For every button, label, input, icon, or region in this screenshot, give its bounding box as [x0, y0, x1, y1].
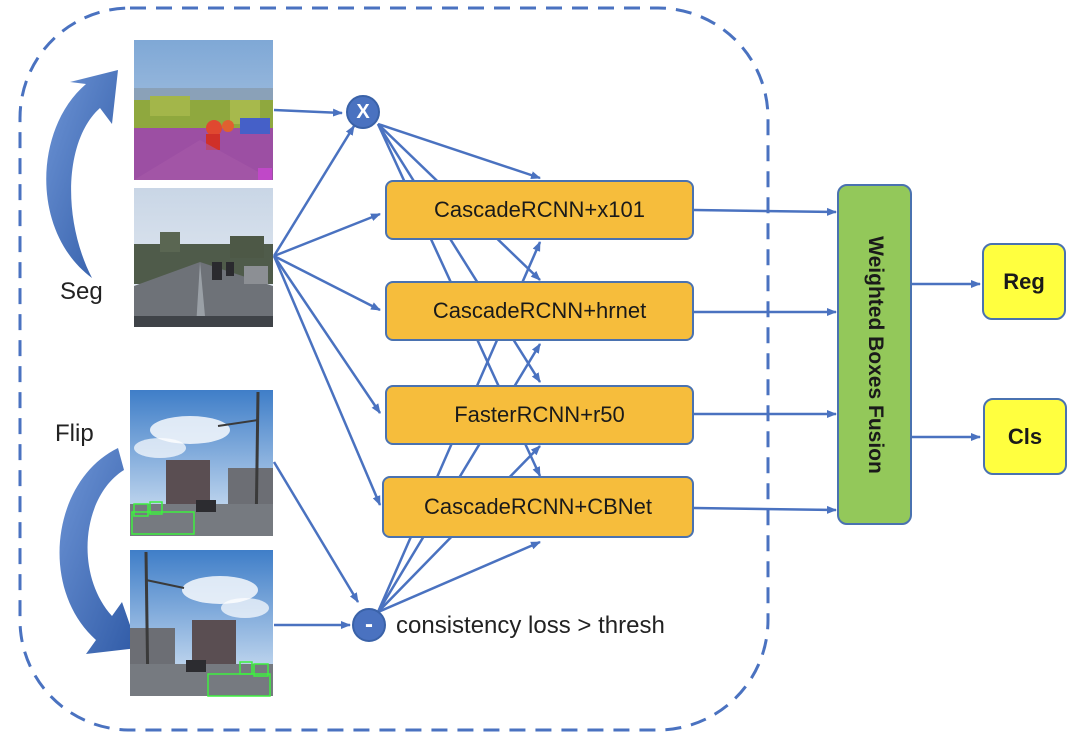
segmentation-image — [134, 40, 273, 180]
street-scene-image — [130, 390, 273, 537]
fusion-label: Weighted Boxes Fusion — [863, 235, 887, 474]
flipped-street-scene-image — [130, 550, 273, 697]
model-to-fusion-arrows — [693, 207, 837, 514]
model-cascadercnn-cbnet: CascadeRCNN+CBNet — [382, 476, 694, 538]
fusion-to-output-arrows — [912, 280, 981, 441]
model-cascadercnn-hrnet: CascadeRCNN+hrnet — [385, 281, 694, 341]
weighted-boxes-fusion-box: Weighted Boxes Fusion — [837, 184, 912, 525]
curved-arrow-flip-icon — [59, 448, 138, 654]
subtract-operator: - — [352, 608, 386, 642]
road-to-model-arrows — [272, 212, 382, 506]
seg-label: Seg — [60, 278, 103, 305]
cls-output-box: Cls — [983, 398, 1067, 475]
consistency-label: consistency loss > thresh — [396, 612, 665, 639]
road-scene-image — [134, 188, 273, 327]
reg-output-box: Reg — [982, 243, 1066, 320]
curved-arrow-seg-icon — [46, 70, 119, 278]
model-cascadercnn-x101: CascadeRCNN+x101 — [385, 180, 694, 240]
input-arrows — [272, 108, 360, 629]
multiply-operator: X — [346, 95, 380, 129]
model-fasterrcnn-r50: FasterRCNN+r50 — [385, 385, 694, 445]
flip-label: Flip — [55, 420, 94, 447]
dashed-container — [18, 6, 770, 732]
